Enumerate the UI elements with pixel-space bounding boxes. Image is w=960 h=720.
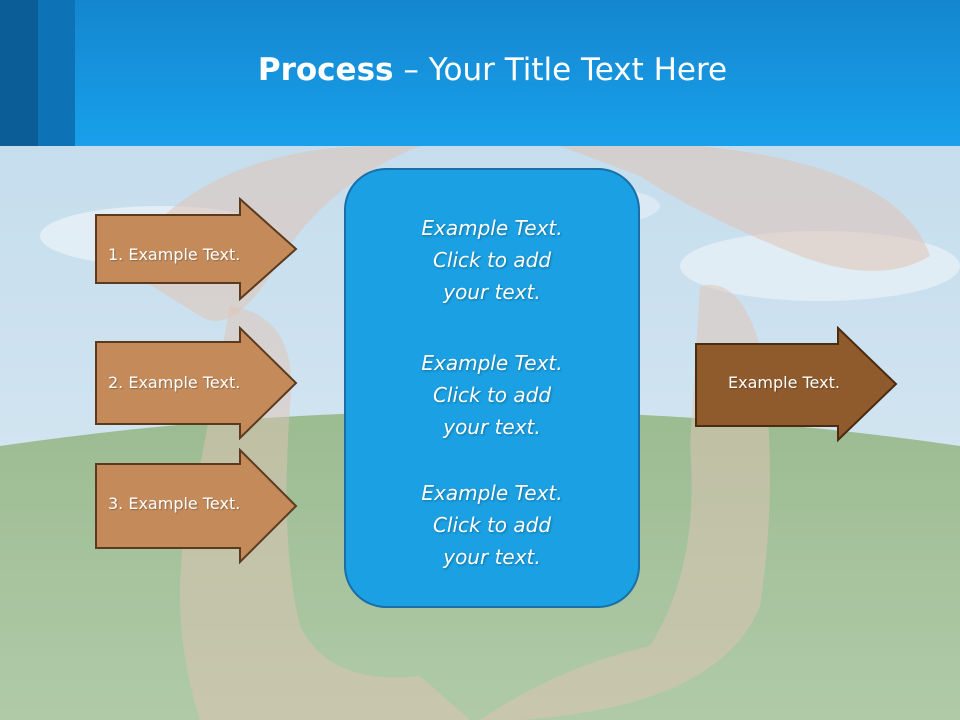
block-3-line-2: Click to add bbox=[432, 513, 552, 537]
title-bar: Process – Your Title Text Here bbox=[0, 0, 960, 146]
input-label-1: 1. Example Text. bbox=[108, 245, 241, 264]
input-arrow-2[interactable] bbox=[94, 326, 300, 440]
header-accent-stripe-light bbox=[38, 0, 75, 146]
slide-title[interactable]: Process – Your Title Text Here bbox=[0, 52, 960, 88]
input-label-3: 3. Example Text. bbox=[108, 494, 241, 513]
output-arrow[interactable] bbox=[694, 326, 900, 444]
block-1-line-3: your text. bbox=[443, 280, 541, 304]
block-3-line-3: your text. bbox=[443, 545, 541, 569]
block-2-line-1: Example Text. bbox=[421, 351, 563, 375]
block-1-line-1: Example Text. bbox=[421, 216, 563, 240]
process-text-block-2[interactable]: Example Text. Click to add your text. bbox=[344, 347, 640, 443]
process-text-block-1[interactable]: Example Text. Click to add your text. bbox=[344, 212, 640, 308]
process-text-block-3[interactable]: Example Text. Click to add your text. bbox=[344, 477, 640, 573]
header-accent-stripe bbox=[0, 0, 38, 146]
input-arrow-1[interactable] bbox=[94, 197, 300, 301]
block-3-line-1: Example Text. bbox=[421, 481, 563, 505]
block-2-line-2: Click to add bbox=[432, 383, 552, 407]
title-rest: – Your Title Text Here bbox=[393, 52, 728, 88]
output-label: Example Text. bbox=[728, 373, 840, 392]
block-1-line-2: Click to add bbox=[432, 248, 552, 272]
block-2-line-3: your text. bbox=[443, 415, 541, 439]
process-box[interactable] bbox=[344, 168, 640, 608]
input-label-2: 2. Example Text. bbox=[108, 373, 241, 392]
title-bold: Process bbox=[257, 52, 394, 88]
input-arrow-3[interactable] bbox=[94, 448, 300, 566]
